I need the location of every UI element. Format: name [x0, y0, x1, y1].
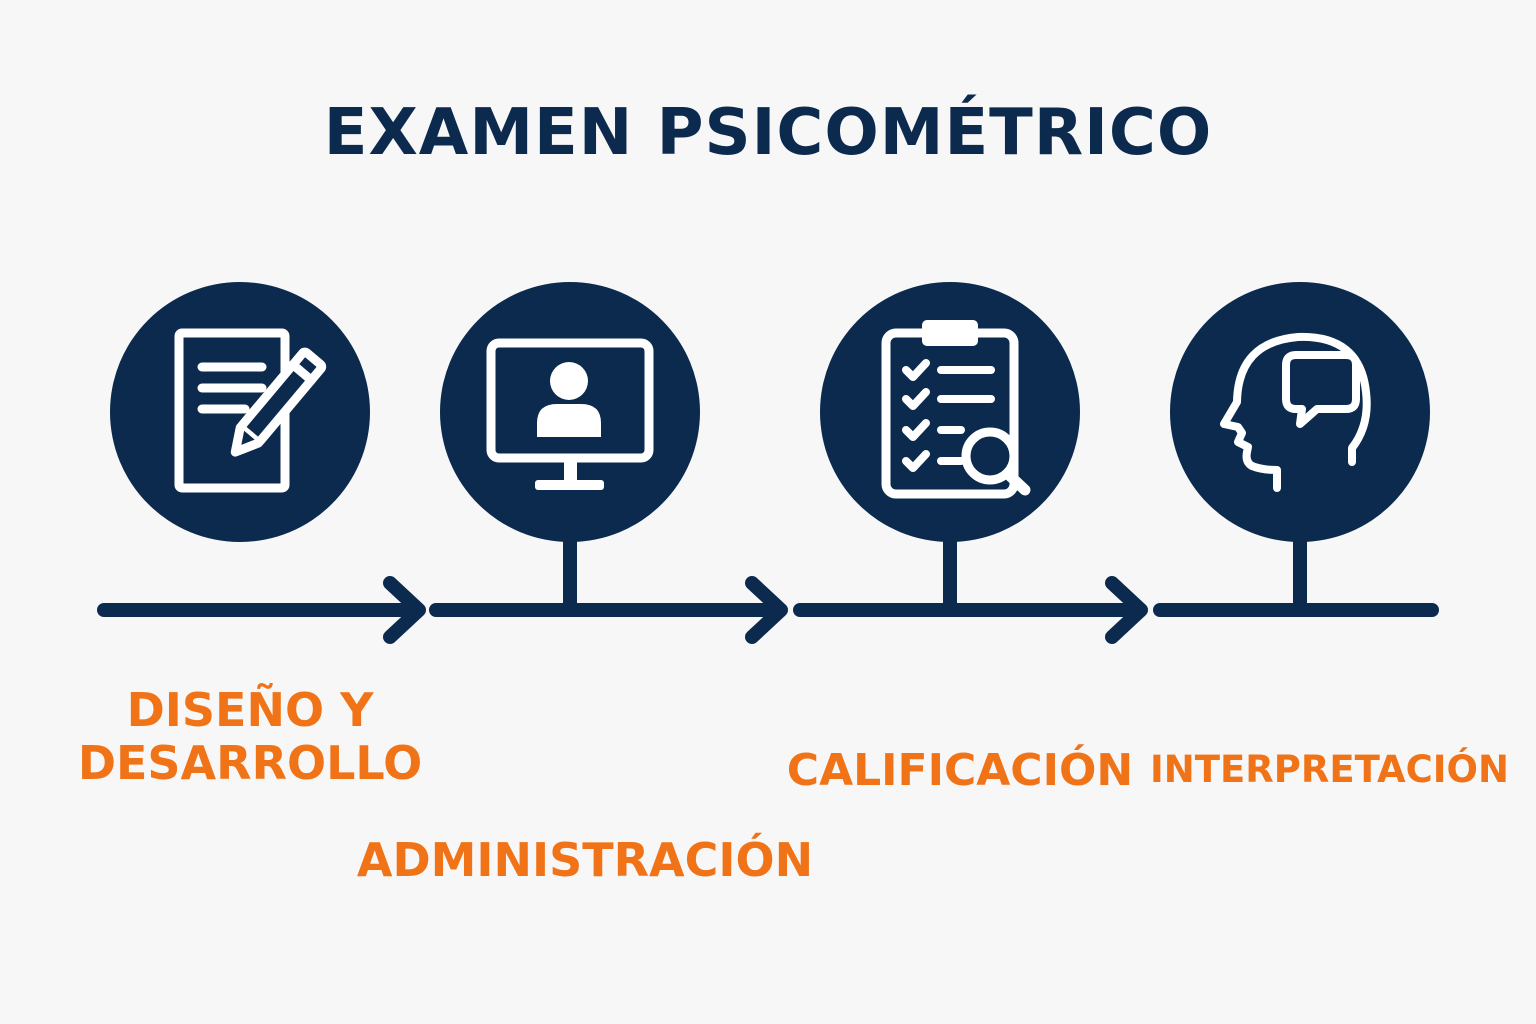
- step-1-label-line-1: DISEÑO Y: [126, 683, 374, 737]
- step-1-label: DISEÑO Y DESARROLLO: [60, 684, 440, 790]
- arrow-2-icon: [745, 576, 788, 644]
- step-3-label: CALIFICACIÓN: [786, 745, 1134, 796]
- timeline: [97, 576, 1439, 644]
- step-4-label: INTERPRETACIÓN: [1150, 748, 1509, 791]
- clipboard-checklist-magnifier-icon: [881, 320, 1031, 499]
- arrow-1-icon: [383, 576, 426, 644]
- page-title: EXAMEN PSICOMÉTRICO: [323, 96, 1213, 170]
- head-speech-bubble-icon: [1220, 332, 1371, 492]
- step-2-label: ADMINISTRACIÓN: [356, 833, 814, 887]
- stems: [563, 530, 1307, 610]
- document-pencil-icon: [174, 328, 327, 493]
- step-1-label-line-2: DESARROLLO: [77, 735, 423, 790]
- monitor-user-icon: [486, 338, 654, 490]
- arrow-3-icon: [1105, 576, 1148, 644]
